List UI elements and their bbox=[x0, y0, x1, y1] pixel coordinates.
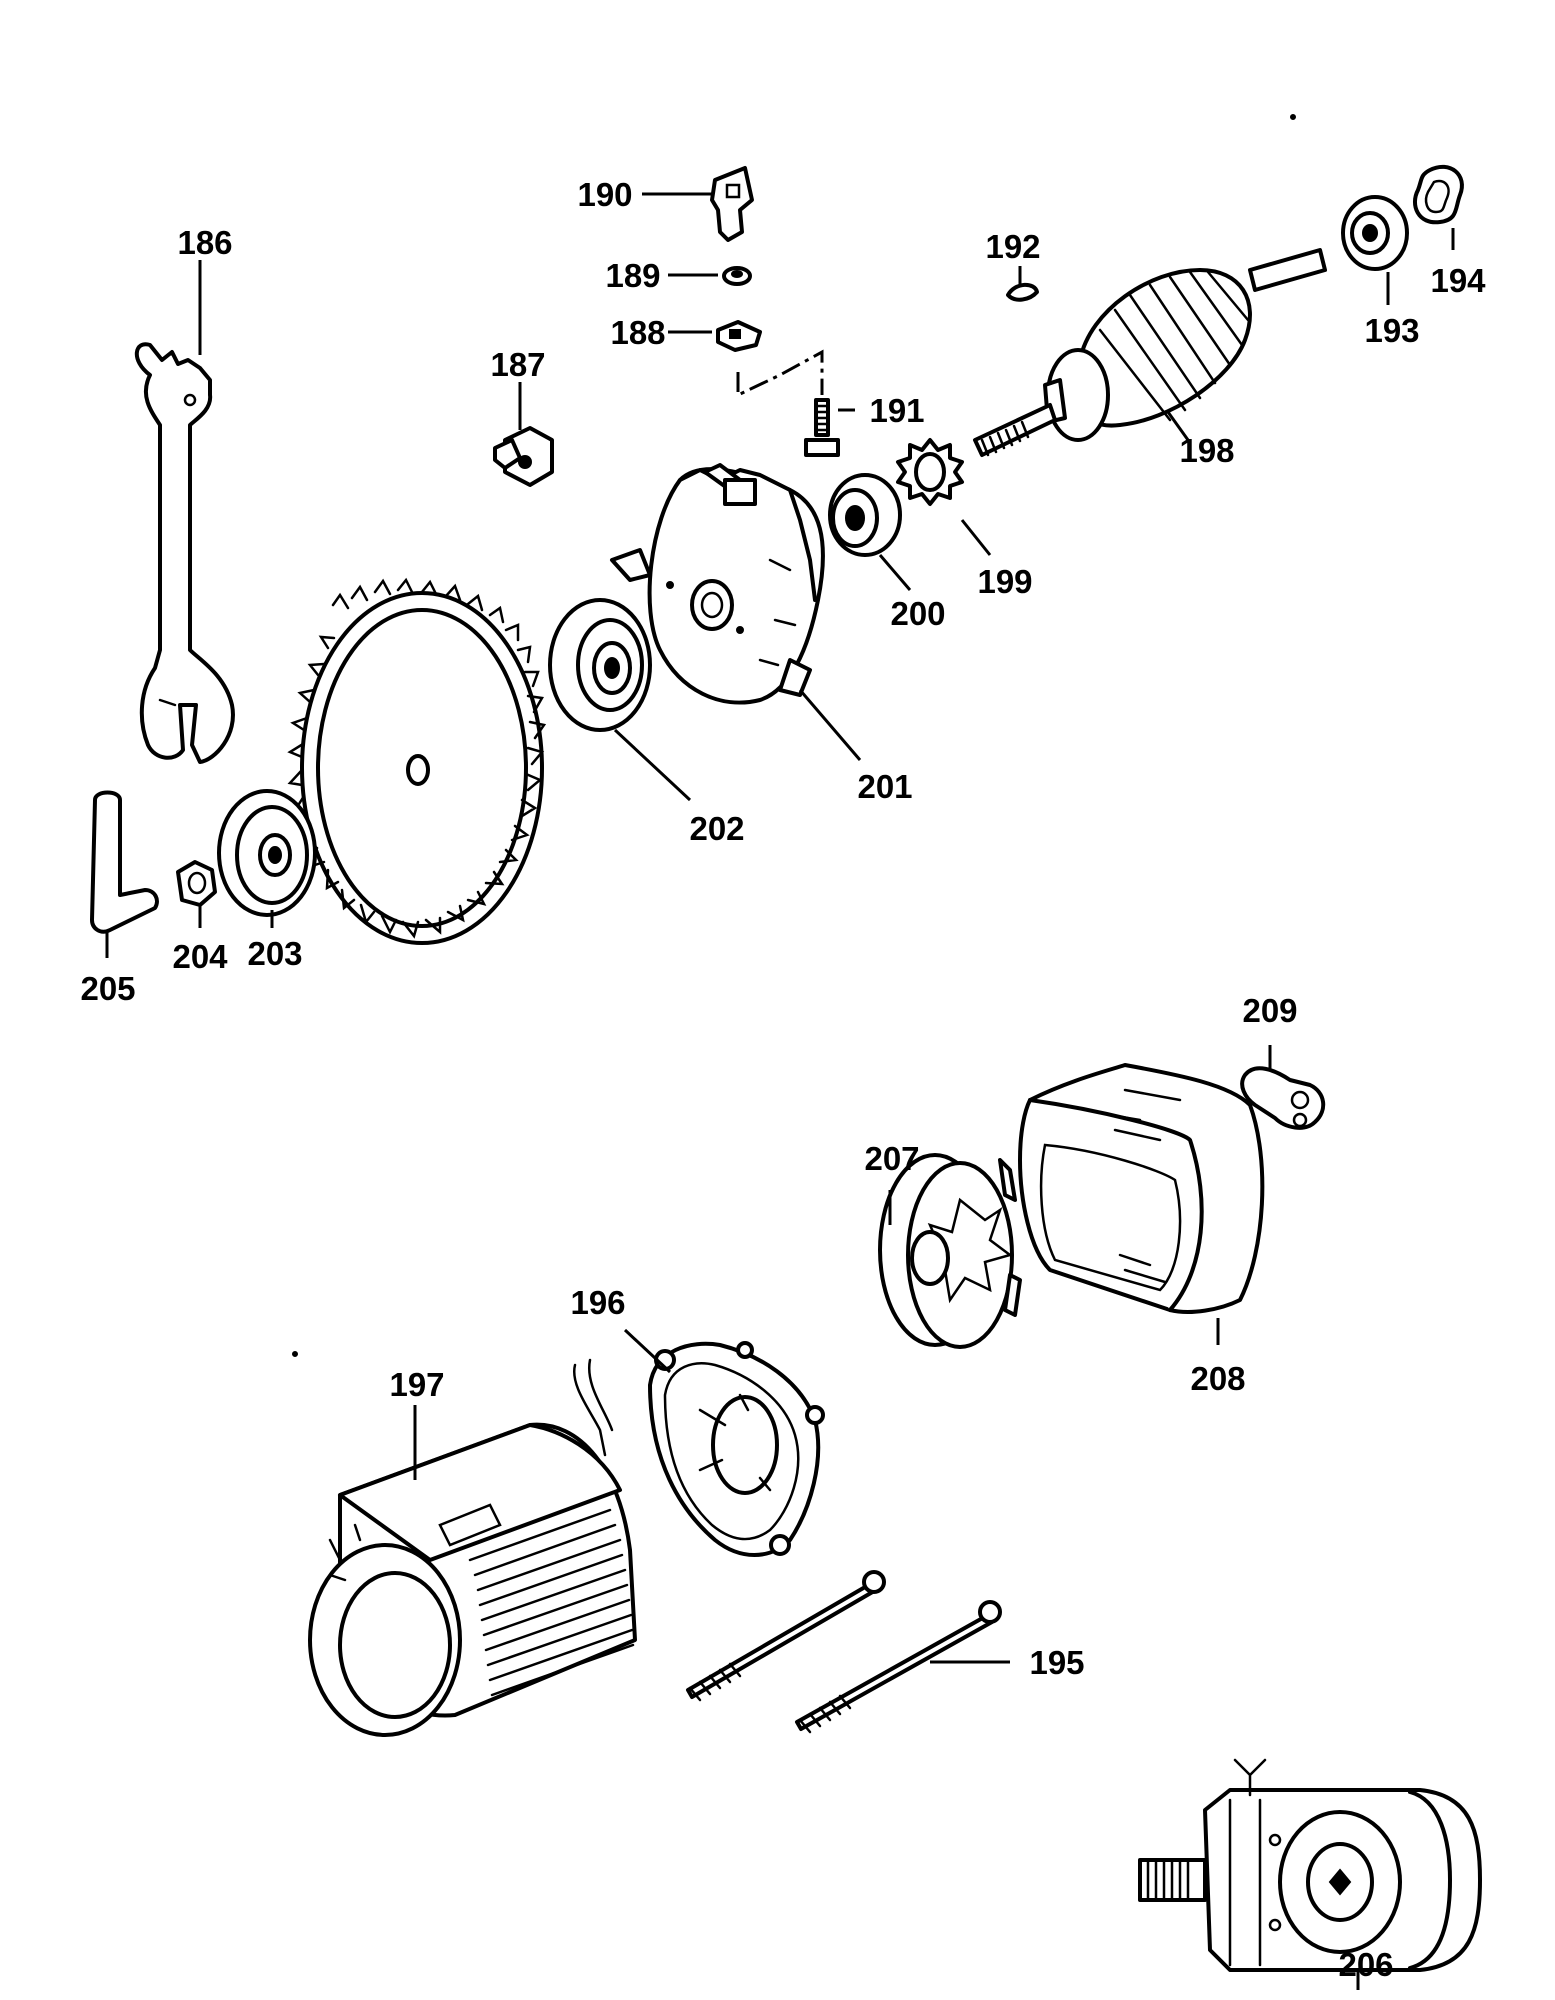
label-208: 208 bbox=[1190, 1360, 1245, 1397]
label-194: 194 bbox=[1430, 262, 1486, 299]
label-191: 191 bbox=[869, 392, 924, 429]
label-186: 186 bbox=[177, 224, 232, 261]
part-191-screw bbox=[804, 398, 840, 457]
label-201: 201 bbox=[857, 768, 912, 805]
part-189-washer bbox=[722, 266, 752, 286]
part-194-ring bbox=[1412, 164, 1464, 225]
part-190-key bbox=[710, 166, 754, 242]
part-195-tie-rods bbox=[686, 1570, 1002, 1734]
part-192-key-pin bbox=[1006, 282, 1039, 302]
print-dot bbox=[1290, 114, 1296, 120]
part-187-clamp-knob bbox=[493, 426, 554, 487]
label-206: 206 bbox=[1338, 1946, 1393, 1983]
part-saw-blade bbox=[287, 577, 547, 945]
print-dot bbox=[292, 1351, 298, 1357]
guide-line-188-191 bbox=[736, 349, 824, 398]
label-187: 187 bbox=[490, 346, 545, 383]
label-197: 197 bbox=[389, 1366, 444, 1403]
part-204-nut bbox=[176, 860, 217, 907]
part-186-wrench bbox=[134, 342, 235, 764]
part-205-hex-key bbox=[90, 790, 159, 934]
part-201-gear-housing bbox=[610, 463, 825, 705]
label-190: 190 bbox=[577, 176, 632, 213]
label-209: 209 bbox=[1242, 992, 1297, 1029]
label-202: 202 bbox=[689, 810, 744, 847]
label-203: 203 bbox=[247, 935, 302, 972]
label-199: 199 bbox=[977, 563, 1032, 600]
label-196: 196 bbox=[570, 1284, 625, 1321]
label-189: 189 bbox=[605, 257, 660, 294]
label-195: 195 bbox=[1029, 1644, 1084, 1681]
part-188-clip bbox=[716, 320, 762, 352]
label-198: 198 bbox=[1179, 432, 1234, 469]
part-209-brush-holder bbox=[1240, 1066, 1326, 1130]
part-203-outer-flange bbox=[217, 789, 317, 917]
label-192: 192 bbox=[985, 228, 1040, 265]
part-202-flange bbox=[548, 598, 652, 732]
part-206-motor-assembly bbox=[1138, 1758, 1482, 1972]
part-207-fan bbox=[878, 1153, 1022, 1349]
part-208-fan-housing bbox=[1018, 1063, 1265, 1314]
leader-lines bbox=[105, 192, 1455, 1990]
part-199-star-washer bbox=[896, 438, 964, 506]
part-200-bearing bbox=[828, 473, 902, 557]
label-200: 200 bbox=[890, 595, 945, 632]
label-207: 207 bbox=[864, 1140, 919, 1177]
label-188: 188 bbox=[610, 314, 665, 351]
part-198-armature bbox=[973, 248, 1327, 457]
part-196-end-shield bbox=[648, 1341, 825, 1557]
label-193: 193 bbox=[1364, 312, 1419, 349]
part-197-motor-housing bbox=[308, 1358, 637, 1737]
part-193-bearing bbox=[1341, 195, 1409, 271]
label-204: 204 bbox=[172, 938, 228, 975]
label-205: 205 bbox=[80, 970, 135, 1007]
